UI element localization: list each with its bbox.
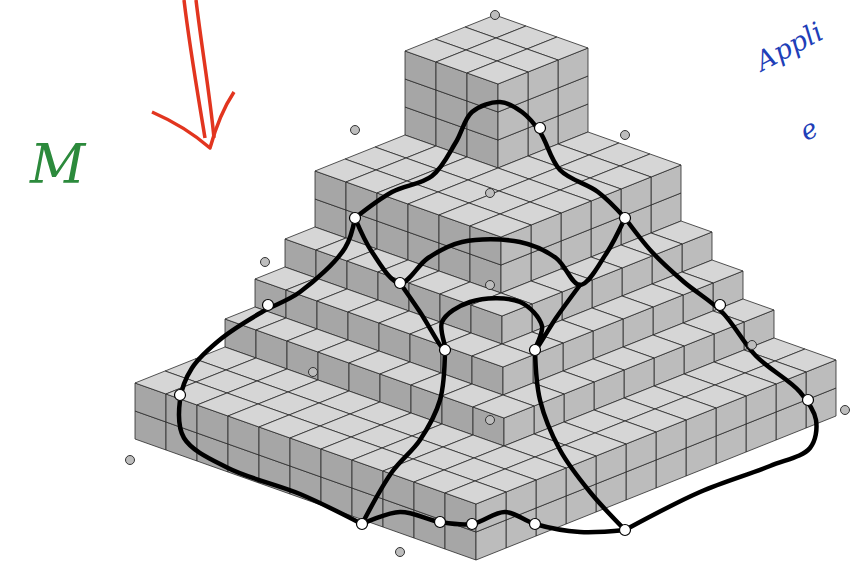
corner-dot: [621, 131, 630, 140]
curve-line: [625, 218, 816, 530]
cube-faces: [135, 15, 836, 560]
red-arrow: [152, 0, 234, 148]
curve-line: [362, 512, 625, 532]
arrow-head: [152, 92, 234, 148]
cube-top-face: [472, 344, 533, 367]
curve-dot: [535, 123, 546, 134]
curve-dot: [435, 517, 446, 528]
corner-dot: [841, 406, 850, 415]
cube-top-face: [470, 214, 531, 237]
handwritten-note: e: [795, 114, 822, 145]
arrow-stroke: [184, 0, 205, 138]
curve-line: [535, 350, 625, 530]
handwritten-letter: M: [30, 138, 85, 192]
curve-dot: [620, 213, 631, 224]
corner-dot: [261, 258, 270, 267]
curve-dots: [175, 123, 814, 536]
corner-dot: [491, 11, 500, 20]
curve-network: [179, 102, 817, 532]
handwritten-note: Appli: [751, 18, 827, 75]
curve-line: [362, 350, 445, 524]
curve-dot: [357, 519, 368, 530]
cube-top-face: [445, 481, 506, 504]
corner-dot: [486, 281, 495, 290]
curve-dot: [530, 519, 541, 530]
curve-dot: [175, 390, 186, 401]
curve-line: [179, 218, 362, 524]
corner-dots: [126, 11, 850, 557]
curve-line: [400, 283, 580, 350]
corner-dot: [351, 126, 360, 135]
corner-dot: [748, 341, 757, 350]
corner-dot: [486, 416, 495, 425]
curve-dot: [803, 395, 814, 406]
corner-dot: [396, 548, 405, 557]
curve-dot: [440, 345, 451, 356]
curve-dot: [350, 213, 361, 224]
corner-dot: [486, 189, 495, 198]
curve-dot: [715, 300, 726, 311]
corner-dot: [309, 368, 318, 377]
curve-line: [355, 102, 625, 218]
curve-dot: [467, 519, 478, 530]
curve-dot: [263, 300, 274, 311]
corner-dot: [126, 456, 135, 465]
cube-top-face: [473, 395, 534, 418]
curve-line: [355, 218, 625, 285]
curve-dot: [395, 278, 406, 289]
cube-top-face: [467, 61, 528, 84]
curve-dot: [620, 525, 631, 536]
curve-dot: [530, 345, 541, 356]
arrow-stroke: [196, 0, 214, 138]
